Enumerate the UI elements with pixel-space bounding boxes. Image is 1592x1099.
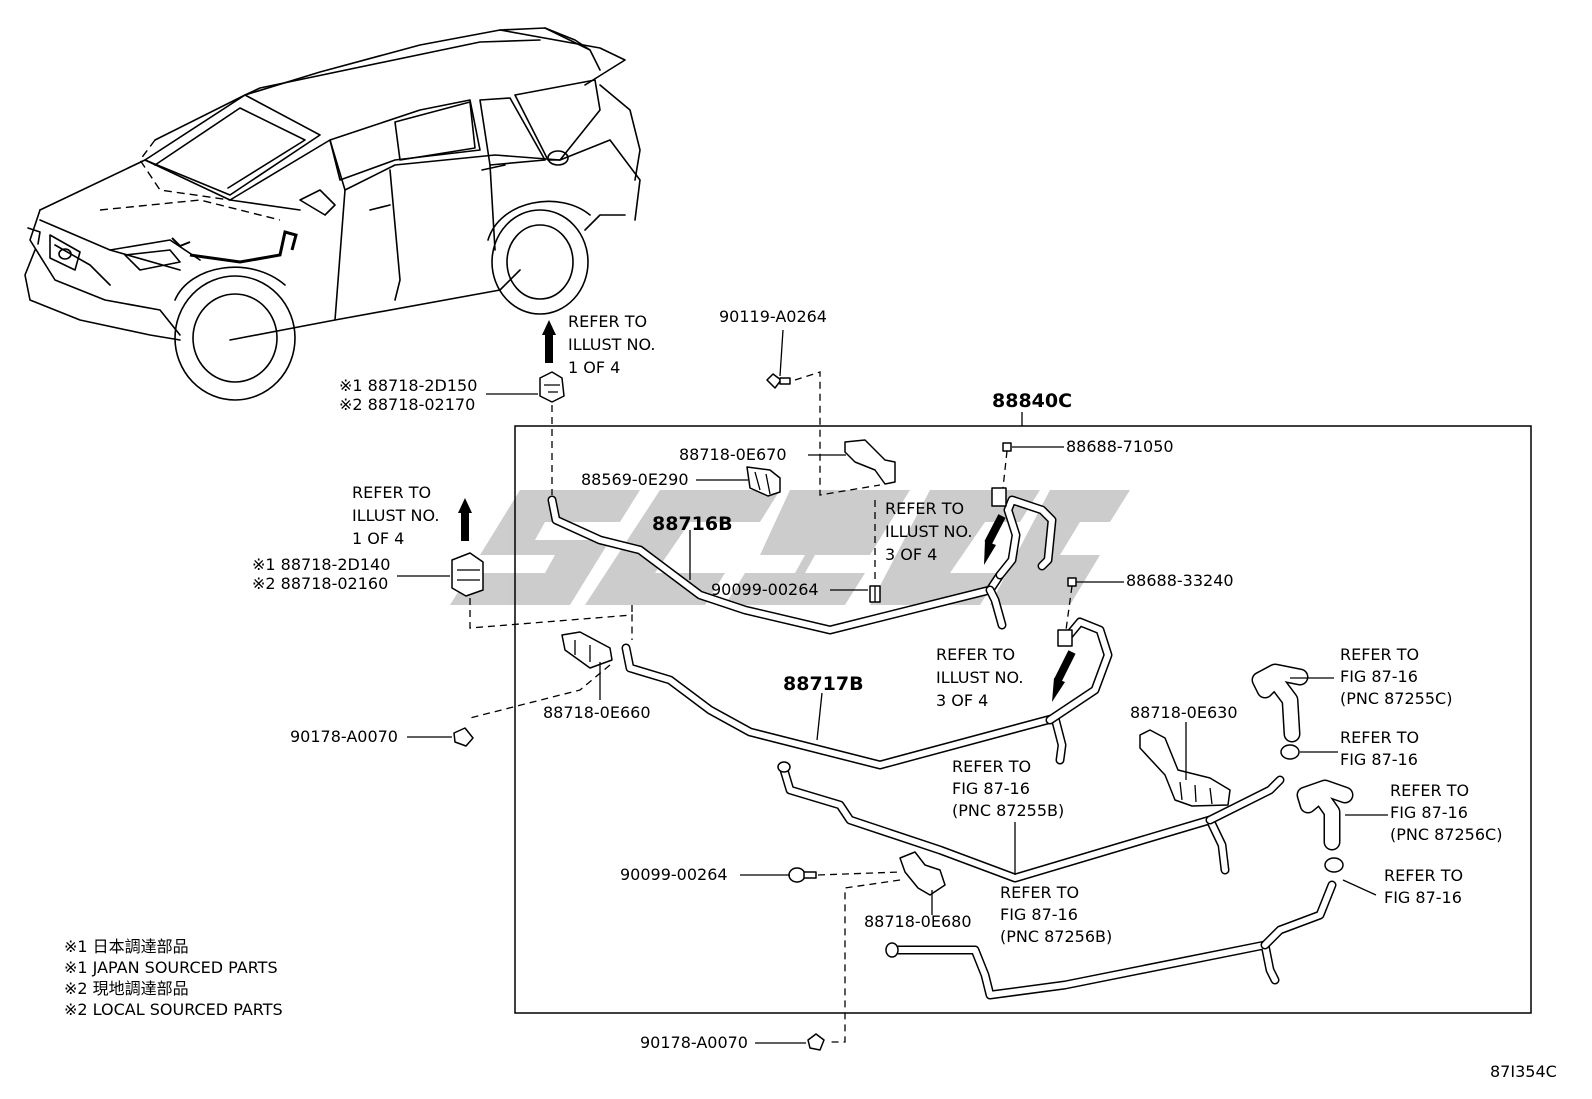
refer-fig-87256C-line2: FIG 87-16 <box>1390 803 1468 822</box>
label-88718-02160: ※2 88718-02160 <box>252 574 388 593</box>
refer-fig-a-line2: FIG 87-16 <box>1340 750 1418 769</box>
note-line-1: ※1 日本調達部品 <box>64 937 189 956</box>
washer-pipes <box>547 495 1354 1000</box>
refer-fig-87255C-line3: (PNC 87255C) <box>1340 689 1452 708</box>
refer-illust-3of4-a-line1: REFER TO <box>885 499 964 518</box>
label-88717B: 88717B <box>783 673 864 695</box>
refer-fig-87256B-line3: (PNC 87256B) <box>1000 927 1112 946</box>
label-88688-33240: 88688-33240 <box>1126 571 1234 590</box>
refer-illust-1of4-a-line2: ILLUST NO. <box>568 335 655 354</box>
label-90099-00264-b: 90099-00264 <box>620 865 728 884</box>
refer-illust-1of4-a-line3: 1 OF 4 <box>568 358 620 377</box>
refer-fig-87256C-line1: REFER TO <box>1390 781 1469 800</box>
refer-fig-87255C-line2: FIG 87-16 <box>1340 667 1418 686</box>
label-90119-A0264: 90119-A0264 <box>719 307 827 326</box>
refer-illust-1of4-b-line1: REFER TO <box>352 483 431 502</box>
label-90178-A0070-b: 90178-A0070 <box>640 1033 748 1052</box>
refer-fig-87255C-line1: REFER TO <box>1340 645 1419 664</box>
refer-fig-87255B-line2: FIG 87-16 <box>952 779 1030 798</box>
label-88718-2D140: ※1 88718-2D140 <box>252 555 390 574</box>
refer-illust-3of4-a-line2: ILLUST NO. <box>885 522 972 541</box>
label-88569-0E290: 88569-0E290 <box>581 470 689 489</box>
illustration-id: 87I354C <box>1490 1062 1557 1081</box>
refer-fig-87255B-line3: (PNC 87255B) <box>952 801 1064 820</box>
refer-illust-3of4-b-line3: 3 OF 4 <box>936 691 988 710</box>
refer-illust-1of4-b-line2: ILLUST NO. <box>352 506 439 525</box>
refer-illust-3of4-a-line3: 3 OF 4 <box>885 545 937 564</box>
refer-fig-87255B-line1: REFER TO <box>952 757 1031 776</box>
label-90099-00264-a: 90099-00264 <box>711 580 819 599</box>
note-line-3: ※2 現地調達部品 <box>64 979 189 998</box>
label-88718-0E680: 88718-0E680 <box>864 912 972 931</box>
note-line-4: ※2 LOCAL SOURCED PARTS <box>64 1000 283 1019</box>
label-88718-2D150: ※1 88718-2D150 <box>339 376 477 395</box>
refer-illust-3of4-b-line1: REFER TO <box>936 645 1015 664</box>
refer-fig-87256C-line3: (PNC 87256C) <box>1390 825 1502 844</box>
label-88718-0E660: 88718-0E660 <box>543 703 651 722</box>
label-88718-0E670: 88718-0E670 <box>679 445 787 464</box>
refer-illust-3of4-b-line2: ILLUST NO. <box>936 668 1023 687</box>
components <box>451 371 1344 1051</box>
direction-arrows <box>458 320 1076 702</box>
label-88840C: 88840C <box>992 390 1072 412</box>
label-88716B: 88716B <box>652 513 733 535</box>
refer-fig-87256B-line2: FIG 87-16 <box>1000 905 1078 924</box>
refer-fig-a-line1: REFER TO <box>1340 728 1419 747</box>
label-88718-02170: ※2 88718-02170 <box>339 395 475 414</box>
label-88688-71050: 88688-71050 <box>1066 437 1174 456</box>
leader-lines <box>397 329 1388 1044</box>
refer-fig-b-line2: FIG 87-16 <box>1384 888 1462 907</box>
vehicle-illustration <box>24 27 641 401</box>
label-88718-0E630: 88718-0E630 <box>1130 703 1238 722</box>
note-line-2: ※1 JAPAN SOURCED PARTS <box>64 958 278 977</box>
assembly-frame <box>514 425 1532 1014</box>
label-90178-A0070-a: 90178-A0070 <box>290 727 398 746</box>
refer-fig-b-line1: REFER TO <box>1384 866 1463 885</box>
refer-illust-1of4-a-line1: REFER TO <box>568 312 647 331</box>
part-labels: 90119-A0264 REFER TO ILLUST NO. 1 OF 4 ※… <box>64 307 1557 1081</box>
refer-illust-1of4-b-line3: 1 OF 4 <box>352 529 404 548</box>
refer-fig-87256B-line1: REFER TO <box>1000 883 1079 902</box>
